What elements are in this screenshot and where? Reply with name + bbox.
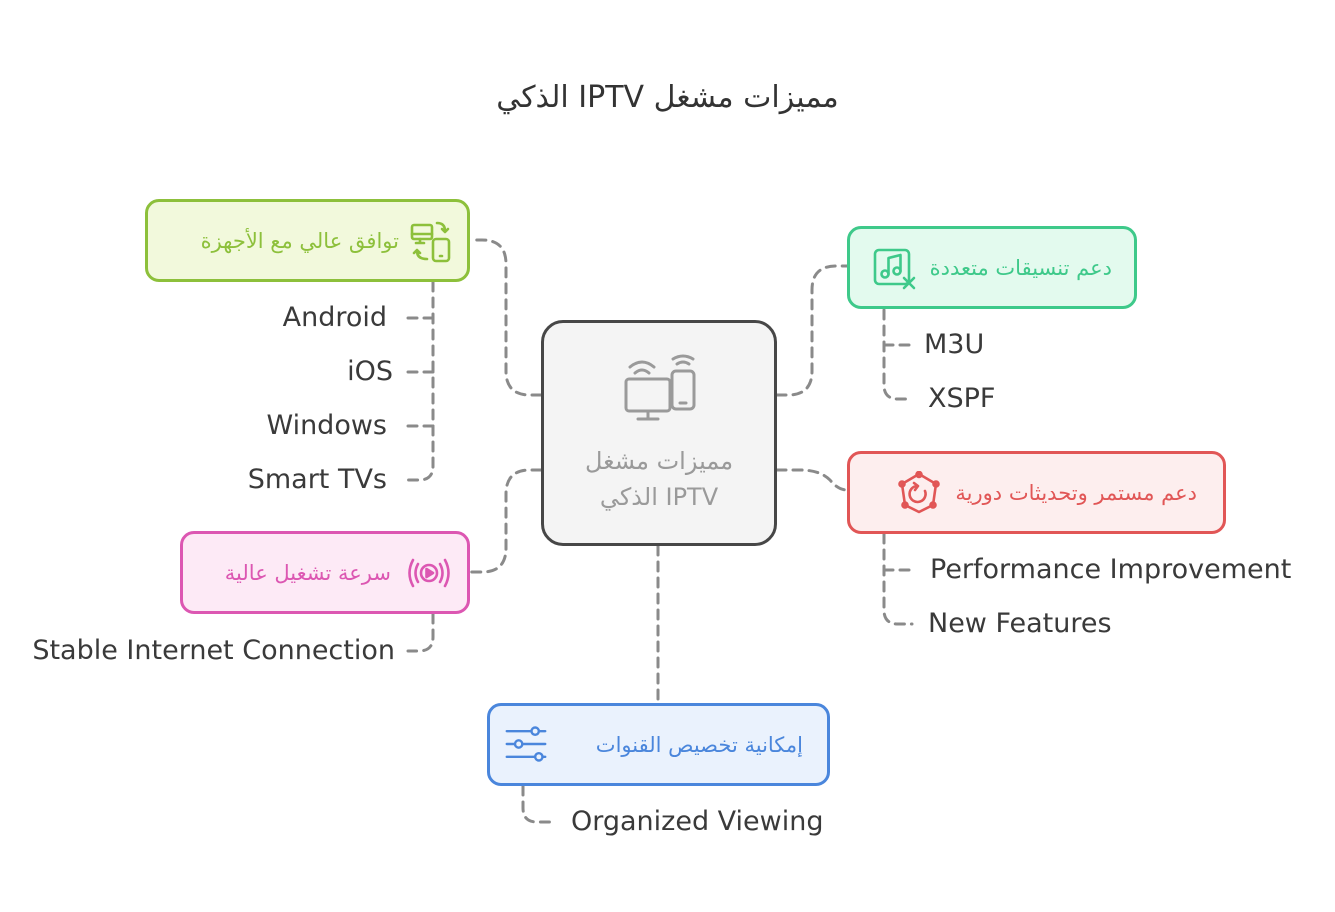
node-customization-label: إمكانية تخصيص القنوات [595,732,803,757]
node-formats: دعم تنسيقات متعددة [847,226,1137,309]
link-formats-leaves [882,308,914,401]
link-updates [775,468,849,492]
node-speed-label: سرعة تشغيل عالية [224,560,391,585]
leaf-organized-viewing: Organized Viewing [571,806,824,837]
node-customization: إمكانية تخصيص القنوات [487,703,830,786]
center-label-line1: مميزات مشغل [584,447,734,475]
node-updates: دعم مستمر وتحديثات دورية [847,451,1226,534]
sliders-icon [504,722,548,766]
leaf-windows: Windows [266,410,387,441]
link-speed [468,468,543,574]
music-file-shuffle-icon [872,246,916,290]
center-label-line2: IPTV الذكي [599,483,719,511]
link-compat-leaves [403,280,435,482]
devices-sync-icon [409,219,453,263]
leaf-ios: iOS [347,356,393,387]
node-formats-label: دعم تنسيقات متعددة [929,255,1112,280]
center-label: مميزات مشغل IPTV الذكي [544,443,774,515]
leaf-xspf: XSPF [928,383,996,414]
leaf-new-features: New Features [928,608,1112,639]
broadcast-play-icon [407,551,451,595]
link-custom-leaf [521,784,553,824]
leaf-smart-tvs: Smart TVs [247,464,387,495]
node-updates-label: دعم مستمر وتحديثات دورية [955,480,1197,505]
leaf-stable-internet: Stable Internet Connection [32,635,395,666]
node-speed: سرعة تشغيل عالية [180,531,470,614]
leaf-android: Android [282,302,387,333]
leaf-m3u: M3U [924,329,985,360]
link-speed-leaf [406,612,435,653]
center-node: مميزات مشغل IPTV الذكي [541,320,777,546]
link-formats [775,264,849,397]
leaf-performance-improvement: Performance Improvement [930,554,1292,585]
diagram-title: مميزات مشغل IPTV الذكي [496,80,839,115]
node-compatibility-label: توافق عالي مع الأجهزة [200,228,399,253]
tv-phone-wifi-icon [624,354,696,421]
link-compatibility [468,238,543,397]
node-compatibility: توافق عالي مع الأجهزة [145,199,470,282]
link-updates-leaves [882,532,914,626]
refresh-gear-icon [897,470,941,515]
